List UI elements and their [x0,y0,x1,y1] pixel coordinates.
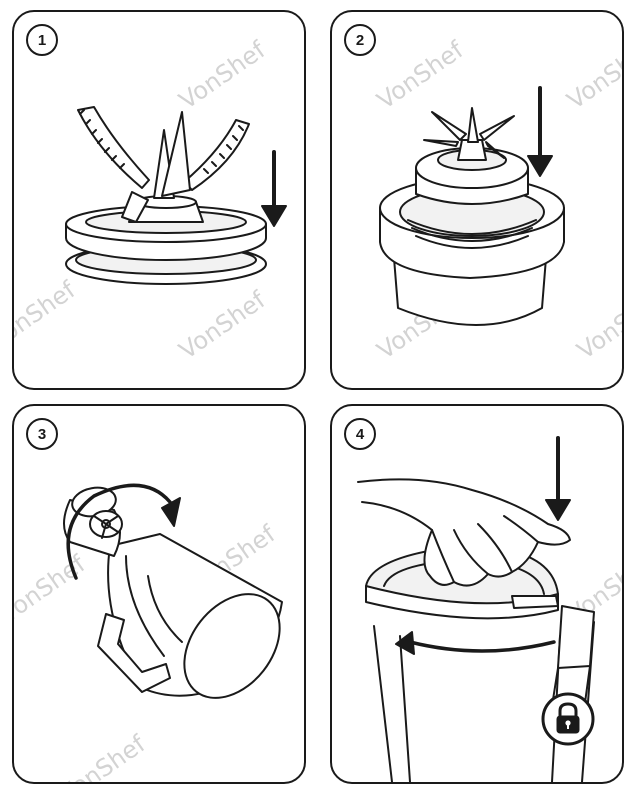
seal-into-base-illustration [379,86,565,326]
step-number-badge: 3 [26,418,58,450]
step-4-panel: 4 VonShef [330,404,624,784]
step-number-badge: 2 [344,24,376,56]
lock-icon [541,692,595,746]
step-2-panel: 2 VonShef VonShef VonShef VonShef [330,10,624,390]
step-3-panel: 3 VonShef VonShef VonShef [12,404,306,784]
twist-base-onto-jug-illustration [63,483,283,699]
blade-into-seal-illustration [65,106,287,285]
step-number-badge: 4 [344,418,376,450]
press-and-lock-illustration [357,436,595,782]
step-1-panel: 1 VonShef VonShef VonShef [12,10,306,390]
step-number-badge: 1 [26,24,58,56]
